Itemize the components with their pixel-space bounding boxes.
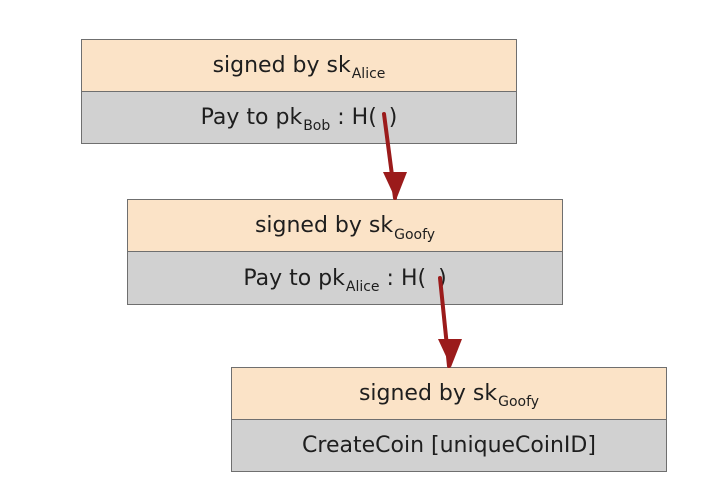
- payee-subscript: Bob: [303, 118, 331, 135]
- arrowhead-2: [438, 339, 462, 367]
- arrowhead-1: [383, 172, 407, 200]
- signer-subscript: Alice: [351, 66, 386, 83]
- hash-open: : H(: [386, 265, 427, 291]
- hash-close: ): [388, 104, 398, 130]
- hash-close: ): [438, 265, 447, 291]
- pay-label: Pay to pk: [200, 104, 303, 130]
- signer-subscript: Goofy: [394, 226, 436, 243]
- signed-label: signed by sk: [358, 380, 498, 406]
- signed-label: signed by sk: [212, 52, 351, 78]
- hash-open: : H(: [337, 104, 377, 130]
- payee-subscript: Alice: [345, 279, 380, 295]
- signed-label: signed by sk: [254, 213, 394, 238]
- create-coin-label: CreateCoin [uniqueCoinID]: [302, 432, 596, 458]
- pay-label: Pay to pk: [243, 265, 345, 291]
- create-coin-row: CreateCoin [uniqueCoinID]: [232, 419, 666, 471]
- signer-subscript: Goofy: [498, 394, 540, 411]
